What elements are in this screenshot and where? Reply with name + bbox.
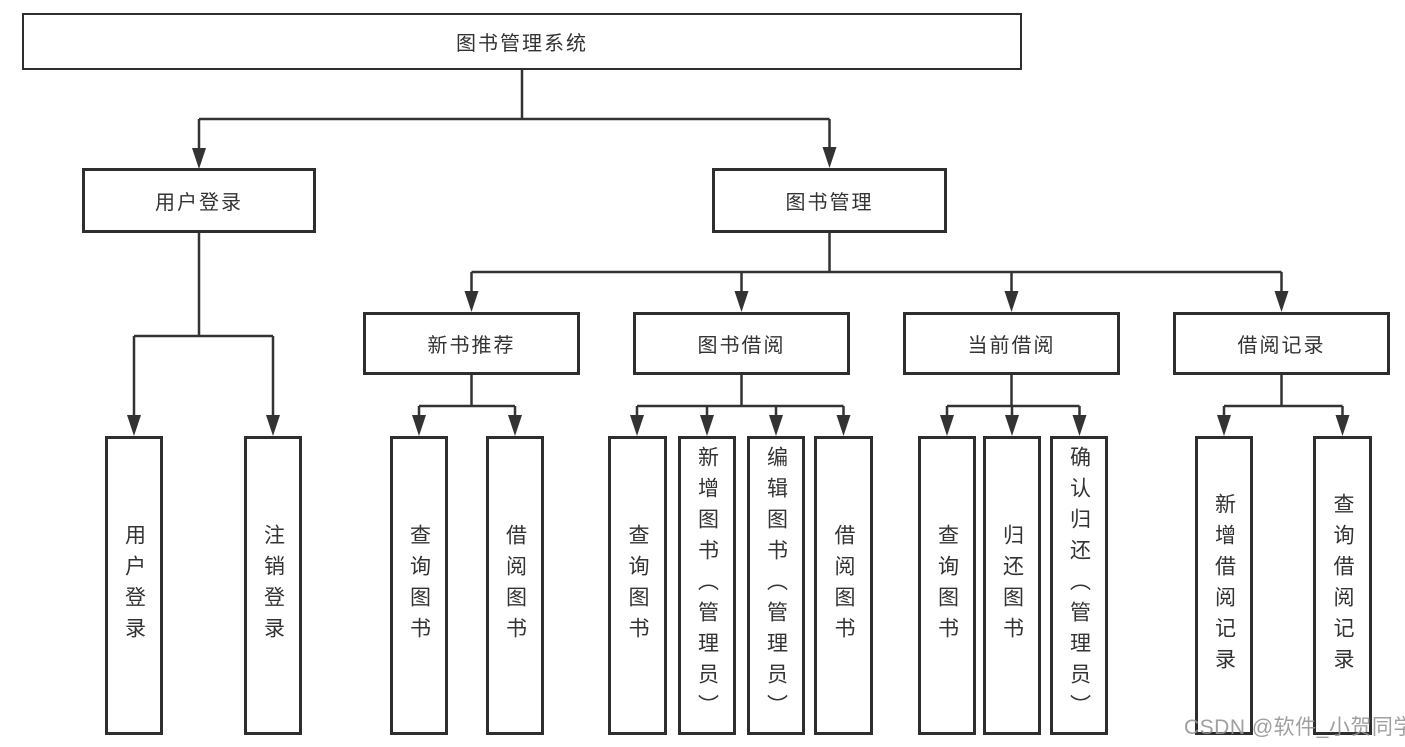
node-book-borrow: 图书借阅 <box>633 312 850 375</box>
leaf-edit-book-admin: 编辑图书（管理员） <box>747 436 805 735</box>
leaf-confirm-return-admin: 确认归还（管理员） <box>1050 436 1108 735</box>
leaf-user-login: 用户登录 <box>105 436 163 735</box>
node-root: 图书管理系统 <box>22 13 1022 70</box>
node-book-management: 图书管理 <box>712 168 947 233</box>
connector-path <box>132 70 1344 417</box>
node-new-book-recommend: 新书推荐 <box>363 312 580 375</box>
leaf-logout: 注销登录 <box>244 436 302 735</box>
leaf-query-books-recommend: 查询图书 <box>390 436 448 735</box>
leaf-add-book-admin: 新增图书（管理员） <box>678 436 736 735</box>
leaf-query-books-borrow: 查询图书 <box>608 436 667 735</box>
leaf-borrow-books-recommend: 借阅图书 <box>486 436 544 735</box>
arrowheads <box>127 147 1350 436</box>
node-borrow-records: 借阅记录 <box>1173 312 1390 375</box>
leaf-borrow-books: 借阅图书 <box>814 436 873 735</box>
node-user-login: 用户登录 <box>82 168 316 233</box>
leaf-query-borrow-record: 查询借阅记录 <box>1313 436 1372 735</box>
leaf-add-borrow-record: 新增借阅记录 <box>1195 436 1253 735</box>
node-current-borrow: 当前借阅 <box>903 312 1120 375</box>
watermark: CSDN @软件_小贺同学 <box>1184 716 1405 739</box>
leaf-query-books-current: 查询图书 <box>918 436 976 735</box>
leaf-return-books: 归还图书 <box>983 436 1041 735</box>
